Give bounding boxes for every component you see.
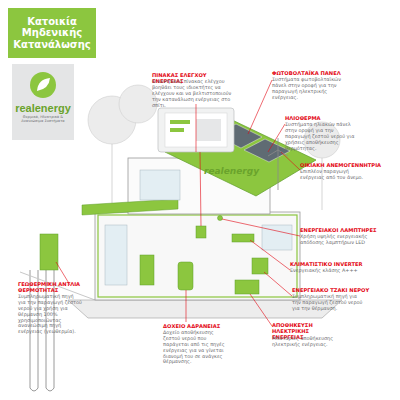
leader-line [248, 80, 272, 134]
callout-heading: ΗΛΙΟΘΕΡΜΑ [285, 115, 355, 121]
callout-text: Δοχείο αποθήκευσης ζεστού νερού που παρά… [163, 330, 231, 365]
callout-heading: ΓΕΩΘΕΡΜΙΚΗ ΑΝΤΛΙΑ ΘΕΡΜΟΤΗΤΑΣ [18, 281, 84, 293]
panel-bar [170, 128, 184, 132]
logo-circle [30, 72, 56, 98]
turbine-blade [278, 138, 279, 150]
callout-heading: ΚΛΙΜΑΤΙΣΤΙΚΟ INVERTER [290, 261, 374, 267]
lamp [218, 216, 223, 221]
logo-symbol [28, 70, 58, 100]
leader-lines [56, 80, 300, 326]
turbine-blade [278, 150, 288, 156]
leader-line [281, 152, 300, 170]
logo-box: realenergyΘερμικά, Ηλεκτρικά & Ανανεώσιμ… [12, 64, 74, 140]
callout-text: Μπαταρίες αποθήκευσης ηλεκτρικής ενέργει… [272, 336, 344, 348]
callout-heading: ΕΝΕΡΓΕΙΑΚΟ ΤΖΑΚΙ ΝΕΡΟΥ [292, 287, 376, 293]
window [105, 225, 127, 285]
leader-line [264, 272, 292, 296]
callout-heading: ΦΩΤΟΒΟΛΤΑΪΚΑ ΠΑΝΕΛ [272, 70, 348, 76]
leader-line [222, 219, 300, 236]
leader-line [268, 124, 285, 152]
ground-floor [95, 212, 300, 300]
facade-logo: realenergy [204, 166, 264, 177]
logo-leaf [37, 78, 50, 91]
callout-text: Ενεργειακής κλάσης Α+++ [290, 268, 362, 274]
title-band: Κατοικία Μηδενικής Κατανάλωσης [8, 8, 96, 58]
heat-pump [40, 234, 58, 270]
callout-heading: ΔΟΧΕΙΟ ΑΔΡΑΝΕΙΑΣ [163, 323, 237, 329]
panel-bar [170, 120, 190, 124]
callout-text: Συμπληρωματική πηγή για την παραγωγή ζεσ… [18, 294, 82, 335]
windows [105, 170, 292, 285]
turbine-blade [268, 150, 278, 156]
brand-tagline: Θερμικά, Ηλεκτρικά & Ανανεώσιμα Συστήματ… [12, 114, 74, 124]
window [140, 170, 180, 200]
callout-text: Χρήση υψηλής ενεργειακής απόδοσης λαμπτή… [300, 234, 372, 246]
turbine-pole [278, 150, 279, 190]
callout-text: Συστήματα φωτοβολταϊκών πάνελ στην οροφή… [272, 77, 348, 101]
green-frame [98, 215, 297, 297]
leader-line [250, 240, 290, 270]
brand-name: realenergy [12, 102, 74, 114]
battery [235, 280, 259, 294]
buffer-tank [178, 262, 193, 290]
leader-line [186, 290, 187, 322]
leader-line [196, 104, 201, 226]
callout-text: Επιπλέον παραγωγή ενέργειας από τον άνεμ… [300, 169, 366, 181]
tree [119, 85, 157, 123]
leader-line [250, 294, 272, 326]
callout-text: Συμπληρωματική πηγή για την παραγωγή ζεσ… [292, 294, 364, 312]
fireplace [252, 258, 268, 274]
tree-trunk [112, 144, 113, 210]
callout-heading: ΕΝΕΡΓΕΙΑΚΟΙ ΛΑΜΠΤΗΡΕΣ [300, 227, 384, 233]
callout-heading: ΟΙΚΙΑΚΗ ΑΝΕΜΟΓΕΝΝΗΤΡΙΑ [300, 162, 384, 168]
wall-panel [196, 226, 206, 238]
callout-text: Συστήματα ηλιακών πάνελ στην οροφή για τ… [285, 122, 355, 151]
canopy [82, 199, 178, 215]
callout-text: Ο κεντρικός πίνακας ελέγχου βοηθάει τους… [152, 79, 232, 108]
thermal-panel [244, 139, 290, 162]
unit [140, 255, 154, 285]
panel-graph [196, 119, 221, 141]
